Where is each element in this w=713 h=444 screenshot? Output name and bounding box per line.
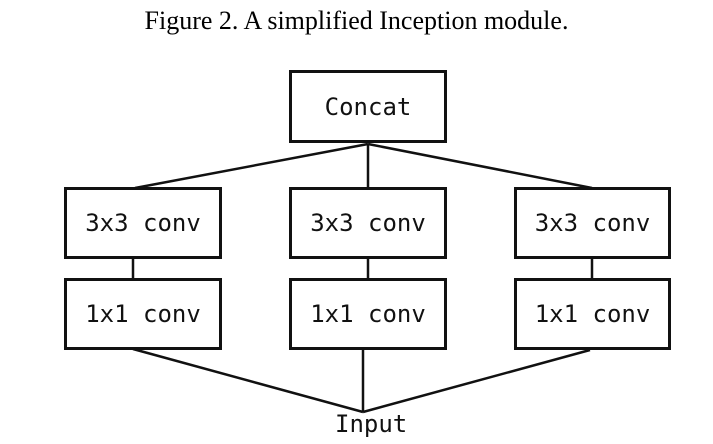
edge-concat-to-right-conv3 bbox=[367, 142, 593, 190]
edge-right-conv1-to-input bbox=[362, 348, 591, 414]
node-concat: Concat bbox=[289, 70, 447, 143]
node-conv3x3-left: 3x3 conv bbox=[64, 187, 222, 259]
edge-concat-to-left-conv3 bbox=[134, 142, 369, 190]
node-conv1x1-right: 1x1 conv bbox=[514, 278, 671, 350]
edge-left-conv1-to-input bbox=[132, 347, 364, 414]
figure-caption: Figure 2. A simplified Inception module. bbox=[144, 6, 569, 35]
node-input-label: Input bbox=[335, 410, 408, 438]
node-conv3x3-right: 3x3 conv bbox=[514, 187, 671, 259]
node-conv1x1-middle: 1x1 conv bbox=[289, 278, 447, 350]
node-conv3x3-middle: 3x3 conv bbox=[289, 187, 447, 259]
connector-lines-group bbox=[131, 142, 594, 414]
node-conv1x1-left: 1x1 conv bbox=[64, 278, 222, 350]
